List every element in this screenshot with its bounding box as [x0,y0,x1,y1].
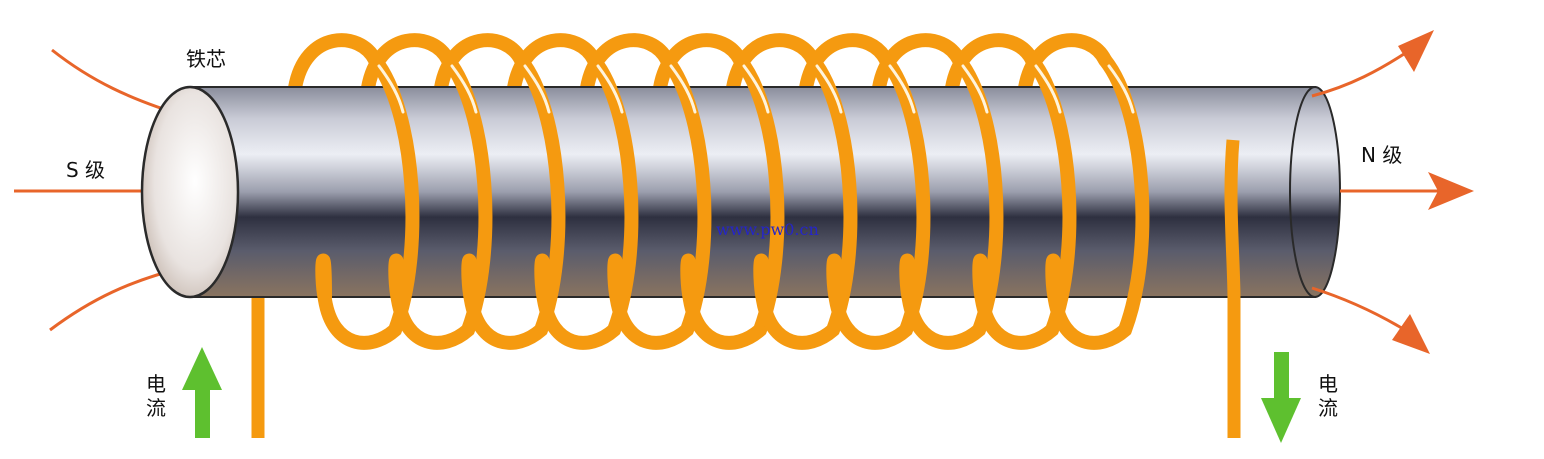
north-pole-label: N 级 [1361,143,1402,167]
coil-turn-front [607,53,712,350]
coil-turn-back [434,33,528,95]
current-out-arrow [1261,352,1301,443]
coil-turn-front [972,53,1077,350]
coil-highlight [888,64,916,114]
current-label-left-char1: 电 [146,372,166,396]
coil-highlight [961,64,989,114]
coil-turn-back [580,33,674,95]
coil-highlight [377,64,405,114]
field-line-right-bottom [1311,286,1406,332]
coil-turn-front [388,53,493,350]
coil-highlight [523,64,551,114]
coil-highlight [1034,64,1062,114]
coil-turn-front [315,53,420,350]
coil-highlight [596,64,624,114]
coil-highlight [669,64,697,114]
coil-turn-back [1018,33,1112,95]
coil-turn-front [1045,53,1150,350]
field-line-right-middle-arrowhead [1428,172,1474,210]
coil-turn-back [726,33,820,95]
coil-turn-back [945,33,1039,95]
coil-highlight [450,64,478,114]
current-label-left-char2: 流 [146,396,166,420]
coil-turn-back [872,33,966,95]
coil-turn-front [461,53,566,350]
current-label-right-char1: 电 [1318,372,1338,396]
core-label: 铁芯 [186,47,226,71]
coil-turn-back [653,33,747,95]
coil-front-arcs [315,53,1150,350]
coil-turn-front [826,53,931,350]
coil-turn-front [680,53,785,350]
watermark: www.pw0.cn [716,220,819,239]
current-in-arrow [182,347,222,438]
south-pole-label: S 级 [66,158,105,182]
coil-highlight [815,64,843,114]
field-lines-right [1311,30,1474,354]
field-line-right-top [1311,48,1411,98]
coil-turn-back [288,33,382,95]
coil-highlight [742,64,770,114]
coil-turn-back [361,33,455,95]
current-label-right-char2: 流 [1318,396,1338,420]
coil-turn-front [899,53,1004,350]
field-line-right-bottom-arrowhead [1392,314,1430,354]
coil-turn-back [507,33,601,95]
coil-back-arcs [288,33,1112,95]
lead-wire-right [1224,139,1241,438]
coil-highlight [1107,64,1135,114]
coil-turn-front [534,53,639,350]
field-line-right-top-arrowhead [1398,30,1434,72]
coil-turn-back [799,33,893,95]
coil-turn-front [753,53,858,350]
core-end-face [140,85,240,299]
